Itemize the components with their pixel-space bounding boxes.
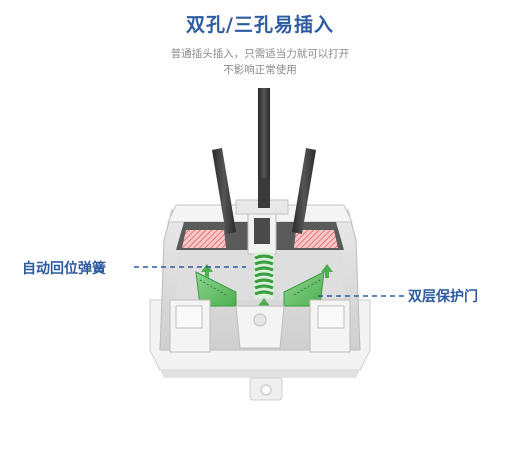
plug-pins [212,88,316,234]
lower-partitions [169,299,351,353]
page-title: 双孔/三孔易插入 [186,14,334,36]
subtitle-line-1: 普通插头插入，只需适当力就可以打开 [170,48,350,60]
left-contact-indicator [182,230,226,248]
right-contact-indicator [294,230,338,248]
spring-callout-label: 自动回位弹簧 [22,261,106,277]
return-spring-icon [254,252,274,298]
subtitle-line-2: 不影响正常使用 [223,64,297,76]
shutter-callout-label: 双层保护门 [408,289,478,305]
upward-arrows [201,264,333,312]
